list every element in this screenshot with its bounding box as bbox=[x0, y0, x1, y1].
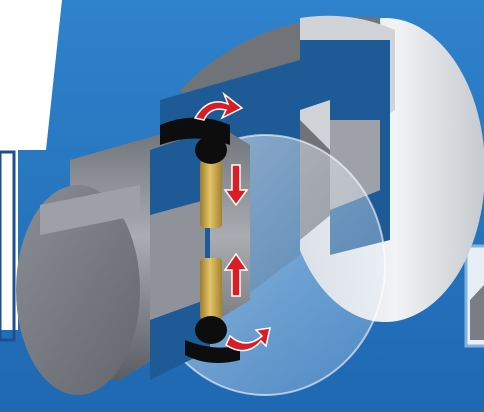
lower-seal-ball bbox=[195, 316, 227, 344]
shaft-bore bbox=[150, 200, 205, 320]
lower-pin bbox=[200, 258, 222, 320]
upper-pin bbox=[200, 160, 222, 228]
